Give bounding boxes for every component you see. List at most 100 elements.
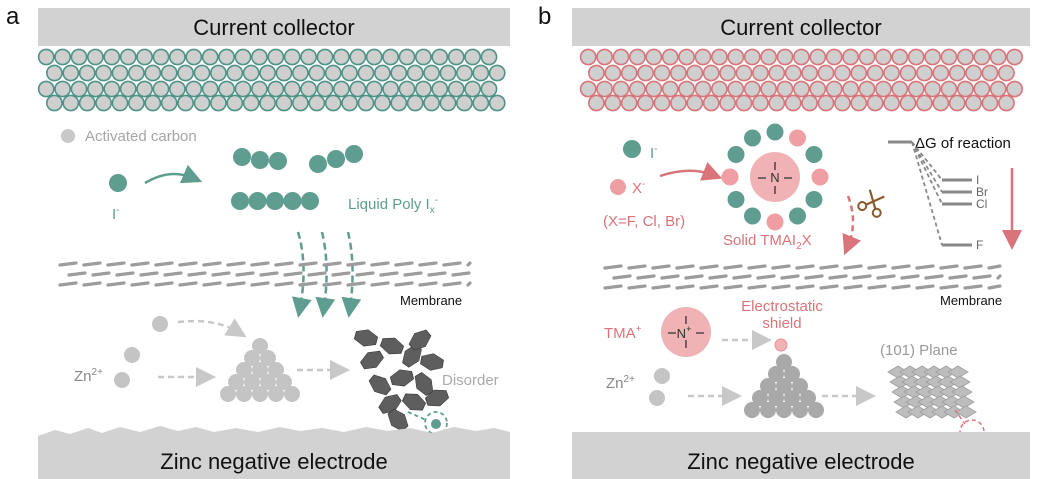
- electrostatic-label: Electrostatic: [741, 298, 823, 315]
- membrane-segment: [891, 284, 911, 290]
- membrane-segment: [900, 274, 920, 280]
- carbon-particle: [957, 48, 974, 66]
- carbon-particle: [784, 94, 802, 112]
- polyiodide-atom: [248, 192, 267, 210]
- membrane-segment: [466, 281, 472, 287]
- membrane-segment: [115, 271, 135, 277]
- carbon-particle: [793, 80, 810, 98]
- carbon-particle: [760, 48, 777, 66]
- zinc-deposit-particle: [792, 402, 808, 418]
- current-collector-label: Current collector: [193, 15, 354, 40]
- carbon-particle: [464, 80, 481, 98]
- membrane-segment: [948, 274, 968, 280]
- carbon-particle: [152, 48, 170, 66]
- carbon-particle: [1006, 80, 1023, 98]
- energy-level-label: Br: [976, 185, 988, 199]
- carbon-particle: [341, 64, 358, 82]
- zinc-deposit-particle: [752, 390, 768, 406]
- energy-path: [911, 141, 943, 181]
- carbon-particle: [275, 94, 293, 112]
- zinc-electrode-a: [38, 426, 510, 479]
- carbon-particle: [907, 48, 925, 66]
- carbon-particle: [324, 64, 342, 82]
- membrane-segment: [91, 271, 111, 277]
- membrane-segment: [780, 274, 800, 280]
- carbon-particle: [711, 80, 728, 98]
- plane-platelet: [955, 405, 977, 419]
- panel-a: a Current collector Activated carbon I- …: [6, 3, 510, 479]
- zinc-deposit-particle: [260, 374, 276, 390]
- carbon-particle: [226, 64, 244, 82]
- membrane-segment: [322, 281, 342, 287]
- carbon-particle: [637, 94, 654, 112]
- scissors-icon: [857, 189, 885, 218]
- membrane-segment: [699, 284, 719, 290]
- plane-platelet: [949, 375, 971, 389]
- carbon-particle: [324, 94, 342, 112]
- carbon-particle: [809, 48, 827, 66]
- carbon-particle: [907, 80, 925, 98]
- carbon-particle: [858, 48, 876, 66]
- zinc-deposit-particle: [236, 386, 252, 402]
- membrane-segment: [612, 274, 632, 280]
- zinc-deposit-particle: [268, 362, 284, 378]
- carbon-particle: [670, 94, 687, 112]
- carbon-particle: [144, 64, 162, 82]
- iodide-to-polyiodide-arrow: [144, 164, 203, 185]
- carbon-particle: [119, 48, 137, 66]
- carbon-particle: [891, 48, 909, 66]
- carbon-particle: [423, 94, 440, 112]
- carbon-particle: [136, 48, 153, 66]
- halide-ion: [610, 179, 626, 195]
- carbon-particle: [694, 80, 712, 98]
- carbon-particle: [719, 94, 736, 112]
- dendrite-crystal: [414, 372, 434, 396]
- membrane-segment: [442, 281, 462, 287]
- carbon-particle: [119, 80, 137, 98]
- carbon-particle: [686, 64, 704, 82]
- dendrite-crystal: [420, 353, 444, 371]
- carbon-particle: [620, 94, 638, 112]
- zinc-deposit-particle: [244, 350, 260, 366]
- membrane-segment: [795, 264, 815, 270]
- membrane-segment: [226, 261, 246, 267]
- carbon-particle: [431, 48, 449, 66]
- membrane-segment: [259, 271, 279, 277]
- membrane-segment: [756, 274, 776, 280]
- membrane-segment: [987, 284, 1002, 290]
- polyiodide-atom: [231, 192, 249, 210]
- carbon-particle: [817, 64, 835, 82]
- membrane-segment: [274, 281, 294, 287]
- carbon-particle: [981, 64, 999, 82]
- carbon-particle: [480, 80, 498, 98]
- dendrite-crystal: [379, 337, 405, 355]
- carbon-particle: [973, 80, 991, 98]
- polyiodide-atom: [309, 155, 327, 173]
- carbon-particle: [349, 80, 367, 98]
- carbon-particle: [152, 80, 170, 98]
- membrane-segment: [684, 274, 704, 280]
- carbon-particle: [735, 94, 753, 112]
- carbon-particle: [242, 94, 260, 112]
- carbon-particle: [439, 64, 457, 82]
- polyiodide-atom: [269, 152, 287, 170]
- membrane-segment: [331, 271, 351, 277]
- membrane-segment: [211, 271, 231, 277]
- energy-path: [911, 141, 943, 205]
- membrane-label-a: Membrane: [400, 293, 462, 308]
- carbon-particle: [579, 80, 597, 98]
- carbon-particle: [103, 48, 121, 66]
- carbon-particle: [825, 80, 843, 98]
- complex-iodide: [766, 123, 784, 141]
- carbon-particle: [201, 80, 219, 98]
- polyiodide-atom: [345, 145, 363, 163]
- zinc-deposit-particle: [784, 366, 800, 382]
- panel-b: b Current collector I- X- (X=F, Cl, Br) …: [538, 3, 1030, 479]
- carbon-particle: [275, 64, 293, 82]
- carbon-particle: [768, 94, 786, 112]
- carbon-particle: [209, 64, 227, 82]
- carbon-particle: [973, 48, 991, 66]
- carbon-particle: [259, 64, 276, 82]
- zinc-deposit-particle: [244, 374, 260, 390]
- polyiodide-atom: [233, 148, 251, 166]
